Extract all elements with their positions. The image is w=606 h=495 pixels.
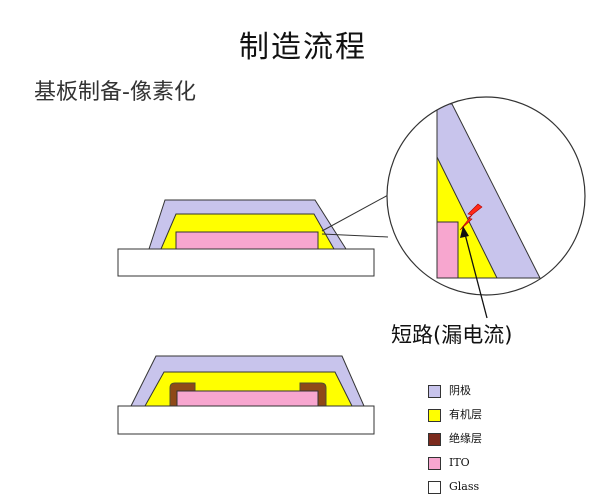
- legend-item-ito: ITO: [424, 456, 544, 472]
- legend-label: 阴极: [449, 384, 471, 397]
- legend-swatch: [428, 481, 441, 494]
- legend-swatch: [428, 409, 441, 422]
- page-subtitle: 基板制备-像素化: [34, 80, 196, 105]
- legend-item-insulator: 绝缘层: [424, 432, 544, 448]
- legend-item-organic: 有机层: [424, 408, 544, 424]
- page-title: 制造流程: [239, 30, 367, 65]
- legend-label: Glass: [449, 480, 480, 493]
- legend-item-cathode: 阴极: [424, 384, 544, 400]
- ito-layer-bottom: [176, 390, 319, 407]
- zoom-connector-lower: [321, 233, 389, 238]
- legend-label: ITO: [449, 456, 470, 469]
- glass-substrate-bottom: [117, 405, 375, 435]
- glass-substrate-top: [117, 248, 375, 277]
- zoom-connector-upper: [321, 193, 391, 232]
- legend-swatch: [428, 457, 441, 470]
- legend-swatch: [428, 433, 441, 446]
- zoom-detail-circle: [386, 96, 586, 296]
- legend-swatch: [428, 385, 441, 398]
- legend-label: 有机层: [449, 408, 482, 421]
- legend-item-glass: Glass: [424, 480, 544, 495]
- short-circuit-bolt-icon: [459, 203, 483, 231]
- stack-without-insulator: [117, 199, 375, 277]
- short-circuit-callout-arrow: [460, 226, 488, 319]
- ito-layer-top: [175, 231, 319, 250]
- zoom-ito-layer: [436, 221, 459, 279]
- short-circuit-label: 短路(漏电流): [391, 323, 513, 347]
- legend-label: 绝缘层: [449, 432, 482, 445]
- stack-with-insulator: [117, 355, 375, 435]
